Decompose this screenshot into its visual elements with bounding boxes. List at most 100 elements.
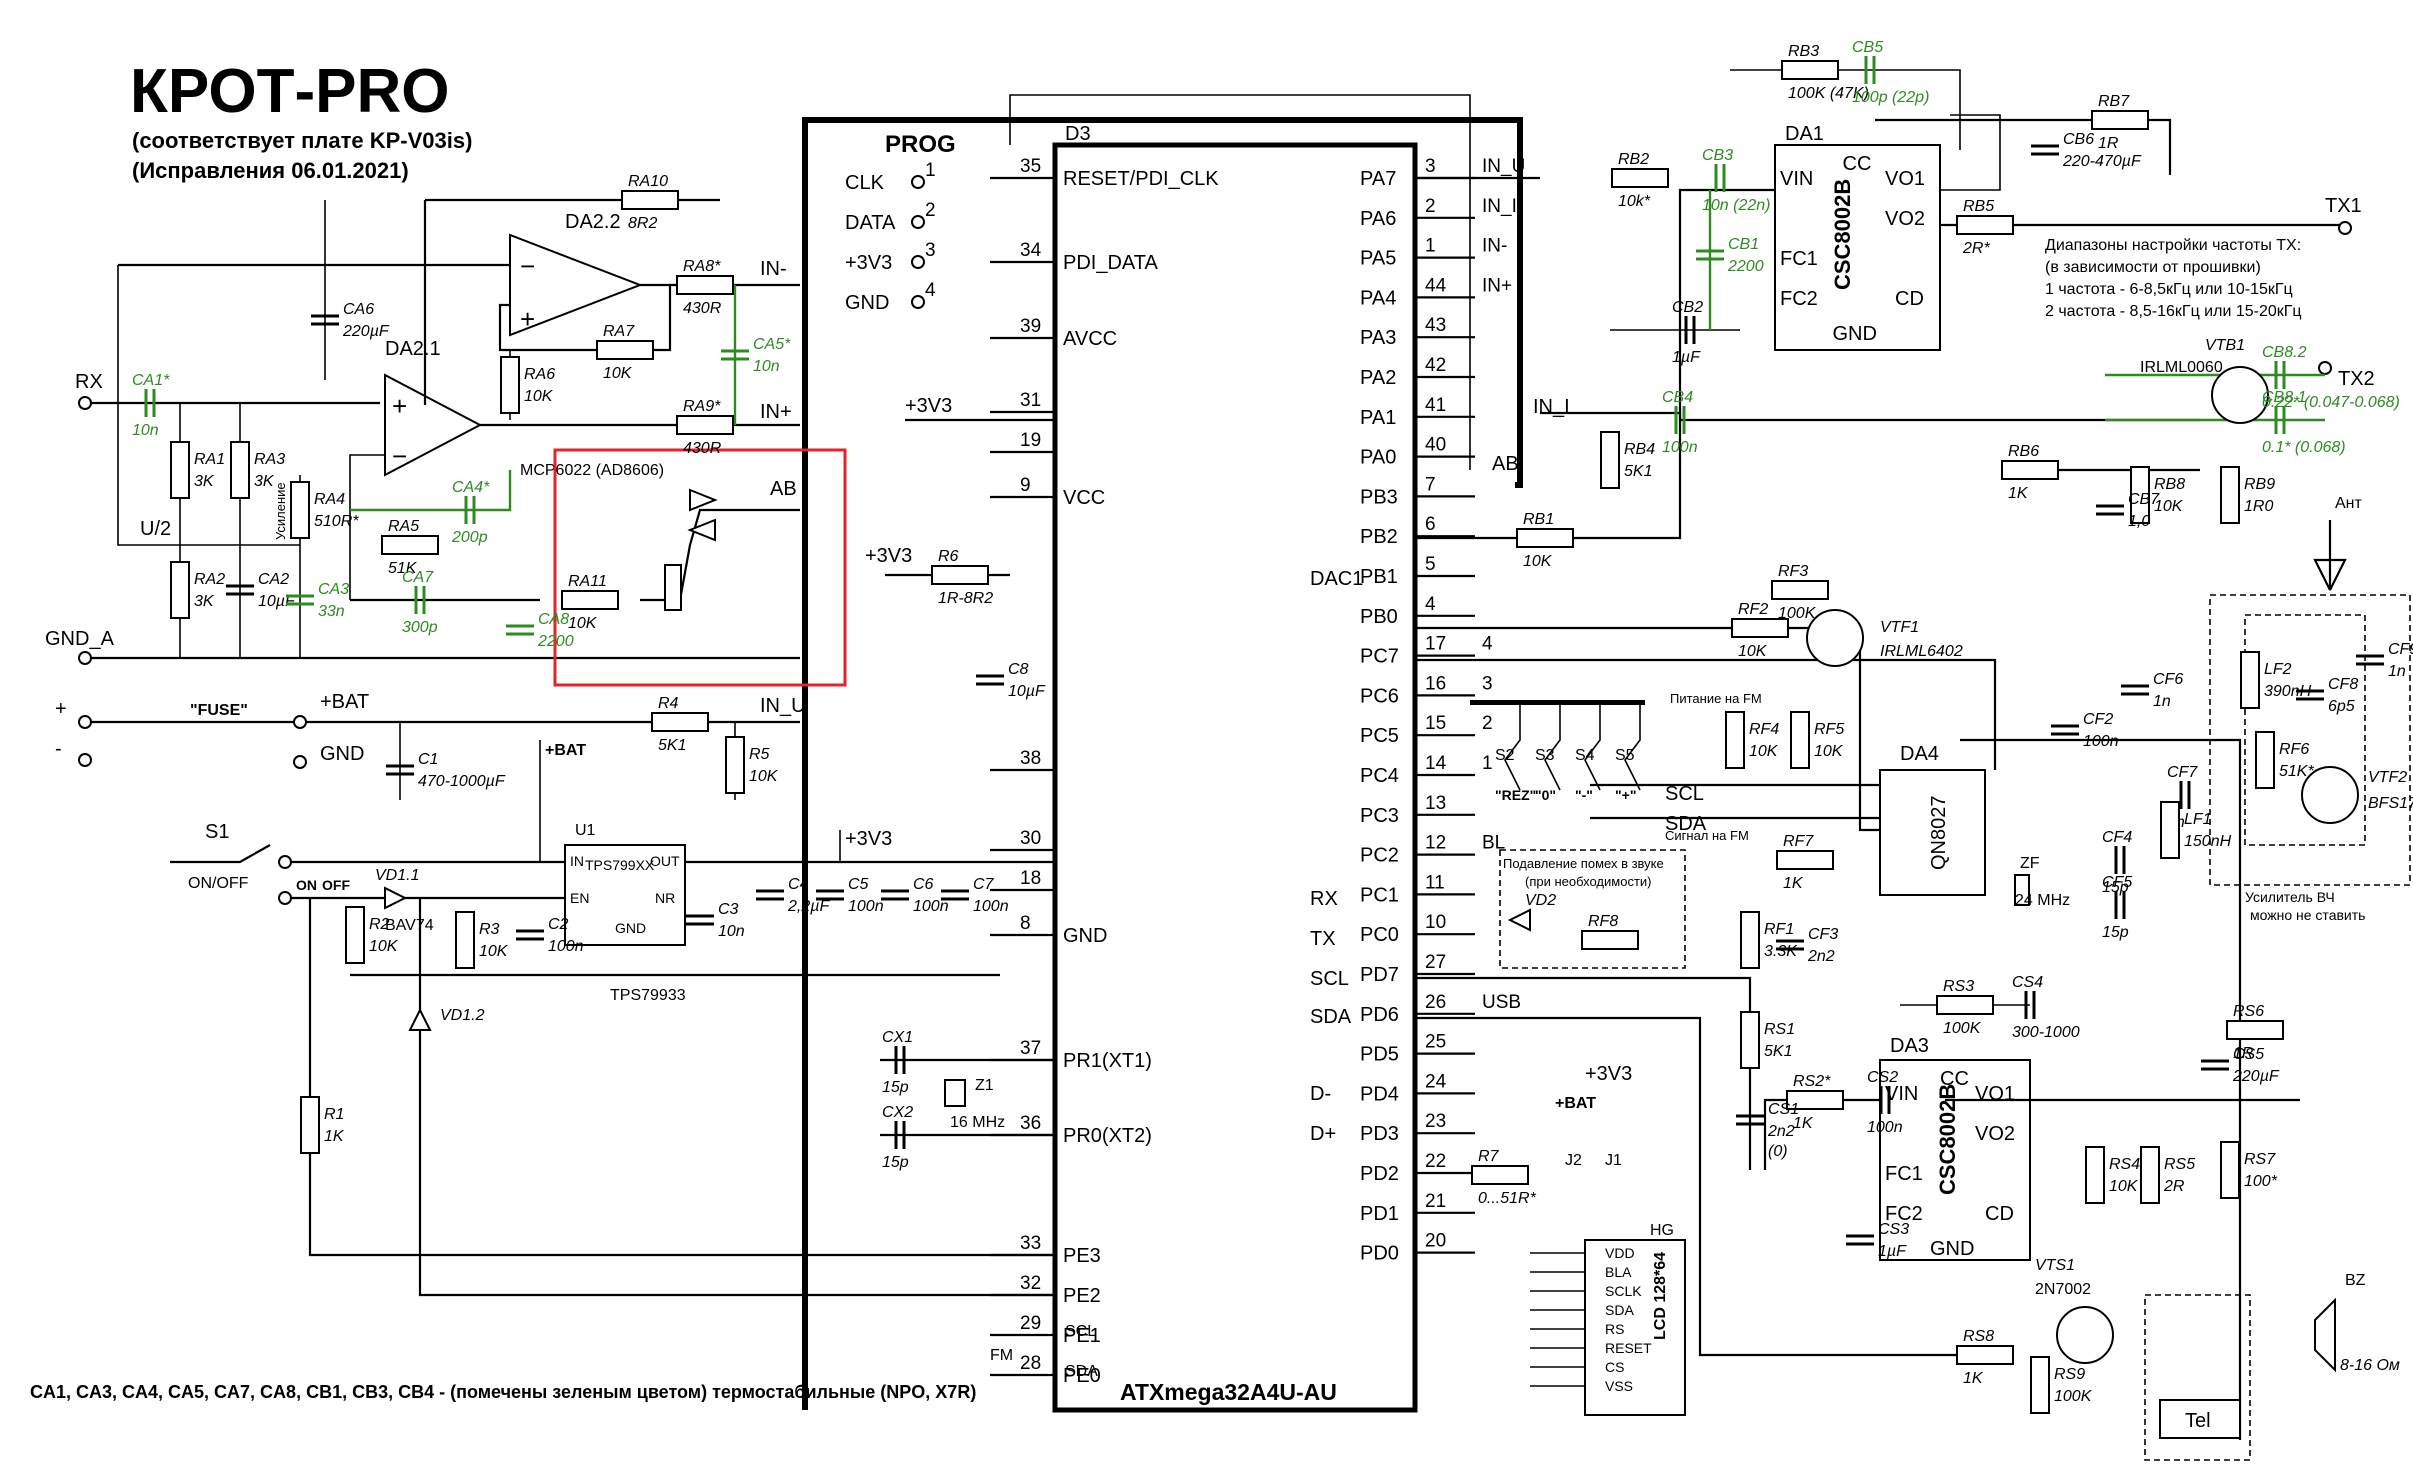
mcu-right-pin-net: BL (1482, 833, 1505, 854)
part-value: 3K (194, 473, 215, 490)
resistor-rs2 (1786, 1090, 1844, 1110)
resistor-ra7 (596, 340, 654, 360)
part-value: 100p (22p) (1852, 89, 1929, 106)
rx-terminal[interactable] (78, 396, 92, 410)
tel-body (2159, 1399, 2241, 1439)
resistor-ra2 (170, 561, 190, 619)
resistor-rb5 (1956, 215, 2014, 235)
vtb1-transistor (2211, 366, 2269, 424)
part-value: 100K (47K) (1788, 85, 1869, 102)
part-ref: RA4 (314, 491, 345, 508)
button-switch-icon[interactable] (1544, 705, 1561, 791)
tel-box (2144, 1294, 2251, 1461)
part-value: 1K (1783, 875, 1804, 892)
mcp-label: MCP6022 (AD8606) (520, 462, 664, 479)
part-value: 220µF (342, 323, 390, 340)
button-ref: S2 (1495, 747, 1515, 764)
s1-terminal-off[interactable] (278, 891, 292, 905)
opamp-da22-plus: + (520, 304, 535, 334)
mcu-left-pin-number: 30 (1020, 828, 1041, 849)
lcd-name: LCD 128*64 (1652, 1252, 1669, 1340)
button-switch-icon[interactable] (1584, 705, 1601, 791)
mcu-right-pin-name: PD3 (1360, 1123, 1399, 1145)
pc-net-wire (1960, 738, 2242, 1440)
part-ref: RB2 (1618, 151, 1649, 168)
part-value: 51K (388, 560, 418, 577)
rx-port: RX (75, 371, 103, 393)
gnd-a-terminal[interactable] (78, 651, 92, 665)
mcu-right-pin-number: 24 (1425, 1071, 1447, 1092)
part-value: 1R0 (2244, 498, 2273, 515)
part-value: 100* (2244, 1173, 2278, 1190)
prog-pin-terminal[interactable] (911, 295, 925, 309)
part-value: 0...51R* (1478, 1190, 1537, 1207)
part-ref: C3 (718, 901, 739, 918)
s1-off: OFF (322, 877, 350, 893)
tx1-terminal[interactable] (2338, 221, 2352, 235)
part-ref: CB8.1 (2262, 389, 2306, 406)
mcu-right-pin-number: 27 (1425, 952, 1446, 973)
mcu-left-pin-number: 34 (1020, 240, 1042, 261)
part-value: 2R* (1962, 240, 1990, 257)
mcu-right-pin-name: PC0 (1360, 924, 1399, 946)
rf-amp-box (2209, 594, 2411, 886)
part-ref: CB4 (1662, 389, 1693, 406)
u1-pin-name: NR (655, 890, 675, 906)
resistor-rs1 (1740, 1011, 1760, 1069)
mcu-body (1052, 142, 1418, 1413)
mcu-right-pin-number: 20 (1425, 1231, 1446, 1252)
button-switch-icon[interactable] (1504, 705, 1521, 791)
mcu-left-pin-name: PR1(XT1) (1063, 1050, 1152, 1072)
s1-state[interactable]: ON/OFF (188, 875, 249, 892)
mcu-right-pin-number: 42 (1425, 355, 1446, 376)
part-ref: C4 (788, 876, 809, 893)
j2-label: J2 (1565, 1152, 1582, 1169)
part-ref: RB9 (2244, 476, 2275, 493)
mcu-right-pin-number: 5 (1425, 554, 1436, 575)
u1-pin-name: EN (570, 890, 589, 906)
tx-note-1: 1 частота - 6-8,5кГц или 10-15кГц (2045, 281, 2293, 298)
mcu-left-pin-name: PDI_DATA (1063, 252, 1158, 274)
resistor-ra6 (500, 356, 520, 414)
resistor-r3 (455, 911, 475, 969)
csc-pin-name: GND (1833, 323, 1877, 345)
part-value: 10K (2154, 498, 2184, 515)
gnd-terminal[interactable] (293, 755, 307, 769)
u1-body (564, 844, 686, 946)
tx2-terminal[interactable] (2318, 361, 2332, 375)
prog-pin-terminal[interactable] (911, 215, 925, 229)
minus-terminal[interactable] (78, 753, 92, 767)
da3-body (1879, 1059, 2031, 1261)
mcu-right-pin-number: 41 (1425, 395, 1446, 416)
prog-pin-terminal[interactable] (911, 255, 925, 269)
mcu-right-pin-number: 14 (1425, 753, 1447, 774)
lcd-pin-name: VSS (1605, 1378, 1633, 1394)
resistor-ra8 (676, 275, 734, 295)
mcu-right-pin-name: PC6 (1360, 685, 1399, 707)
s1-terminal-on[interactable] (278, 855, 292, 869)
part-ref: R5 (749, 746, 770, 763)
part-value: 1K (324, 1128, 345, 1145)
prog-pin-terminal[interactable] (911, 175, 925, 189)
button-switch-icon[interactable] (1624, 705, 1641, 791)
button-caption: "0" (1535, 787, 1556, 803)
button-bus (1470, 700, 1645, 705)
part-ref: RF2 (1738, 601, 1768, 618)
s1-lever[interactable] (170, 844, 271, 864)
z1-value: 16 MHz (950, 1114, 1005, 1131)
mcu-left-pin-name: PE2 (1063, 1285, 1101, 1307)
detector-diode-2 (687, 518, 716, 542)
vtb1-label: VTB1 (2205, 337, 2245, 354)
plus-terminal[interactable] (78, 715, 92, 729)
part-ref: RA5 (388, 518, 419, 535)
part-ref: RS6 (2233, 1003, 2264, 1020)
mcu-right-pin-net: 4 (1482, 634, 1493, 655)
part-value: 10k* (1618, 193, 1651, 210)
resistor-ra10 (621, 190, 679, 210)
resistor-rs8 (1956, 1345, 2014, 1365)
bat-terminal[interactable] (293, 715, 307, 729)
part-ref: RB3 (1788, 43, 1819, 60)
mcu-outer-label: D- (1310, 1083, 1331, 1105)
part-ref: RS8 (1963, 1328, 1994, 1345)
cb5-wire (1730, 69, 1961, 150)
